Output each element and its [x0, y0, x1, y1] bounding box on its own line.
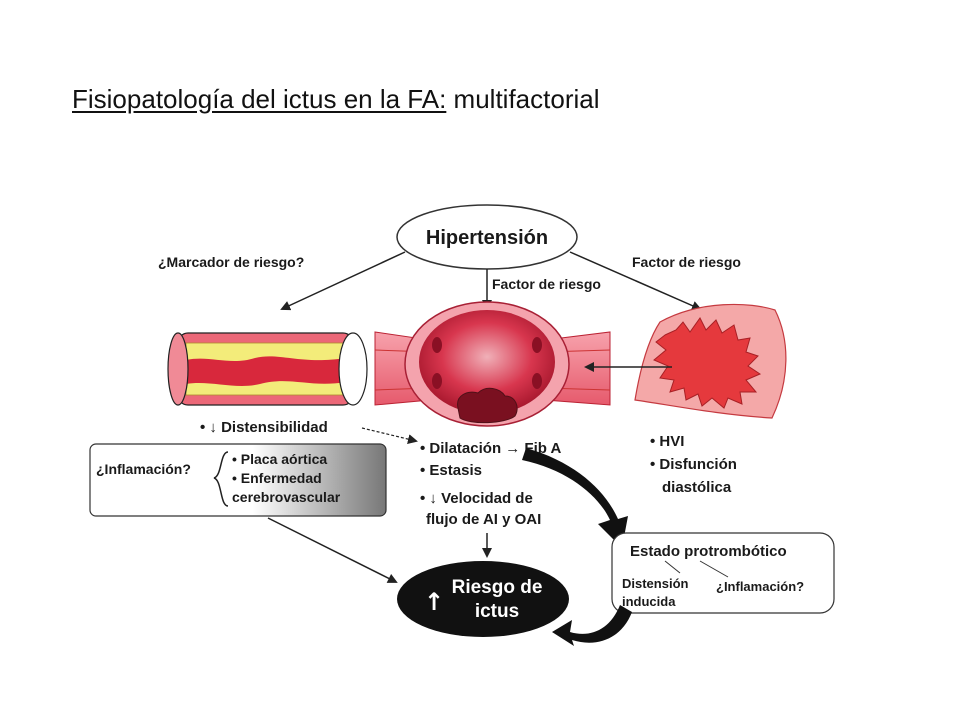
inflammation-item-2: • Enfermedad [232, 470, 322, 486]
arrow-to-ventricle [569, 251, 702, 311]
hypertension-label: Hipertensión [426, 227, 548, 249]
prothrombotic-right: ¿Inflamación? [716, 579, 804, 594]
prothrombotic-left-1: Distensión [622, 576, 689, 591]
slide-title: Fisiopatología del ictus en la FA: multi… [72, 84, 599, 115]
artery-illustration [167, 332, 368, 406]
stroke-risk-node: ↑ Riesgo de ictus [397, 561, 569, 637]
ventricle-line-2: • Disfunción [650, 456, 737, 473]
atrial-line-3: • ↓ Velocidad de [420, 490, 533, 507]
prothrombotic-title: Estado protrombótico [630, 543, 787, 560]
inflammation-question: ¿Inflamación? [96, 461, 191, 477]
ventricular-consequences: • HVI • Disfunción diastólica [650, 433, 737, 496]
slide-title-rest: multifactorial [446, 84, 600, 114]
curved-arrow-to-prothrombotic [522, 448, 628, 548]
slide-title-underlined: Fisiopatología del ictus en la FA: [72, 84, 447, 114]
risk-line-1: Riesgo de [452, 577, 543, 598]
arrow-distensibility [361, 427, 418, 444]
brace [213, 451, 229, 507]
center-risk-factor: Factor de riesgo [492, 276, 601, 292]
ventricle-illustration [634, 303, 787, 419]
right-risk-factor: Factor de riesgo [632, 254, 741, 270]
prothrombotic-box: Estado protrombótico Distensión inducida… [611, 532, 835, 614]
hypertension-node: Hipertensión [396, 204, 578, 270]
atrial-consequences: • Dilatación → Fib A • Estasis • ↓ Veloc… [420, 440, 562, 528]
ventricle-line-1: • HVI [650, 433, 684, 450]
risk-line-2: ictus [475, 601, 519, 622]
risk-marker-question: ¿Marcador de riesgo? [158, 254, 304, 270]
distensibility-label: • ↓ Distensibilidad [200, 419, 328, 436]
left-atrium-illustration [374, 301, 611, 427]
ventricle-line-3: diastólica [662, 479, 732, 496]
arrow-to-artery [280, 251, 406, 311]
inflammation-item-2b: cerebrovascular [232, 489, 341, 505]
atrial-line-4: flujo de AI y OAI [426, 511, 541, 528]
atrial-line-2: • Estasis [420, 462, 482, 479]
curved-arrow-to-risk [552, 605, 632, 646]
prothrombotic-left-2: inducida [622, 594, 676, 609]
inflammation-item-1: • Placa aórtica [232, 451, 327, 467]
inflammation-box: ¿Inflamación? • Placa aórtica • Enfermed… [89, 443, 387, 517]
risk-up-arrow: ↑ [424, 588, 444, 616]
arrow-inflammation-to-risk [267, 517, 398, 583]
